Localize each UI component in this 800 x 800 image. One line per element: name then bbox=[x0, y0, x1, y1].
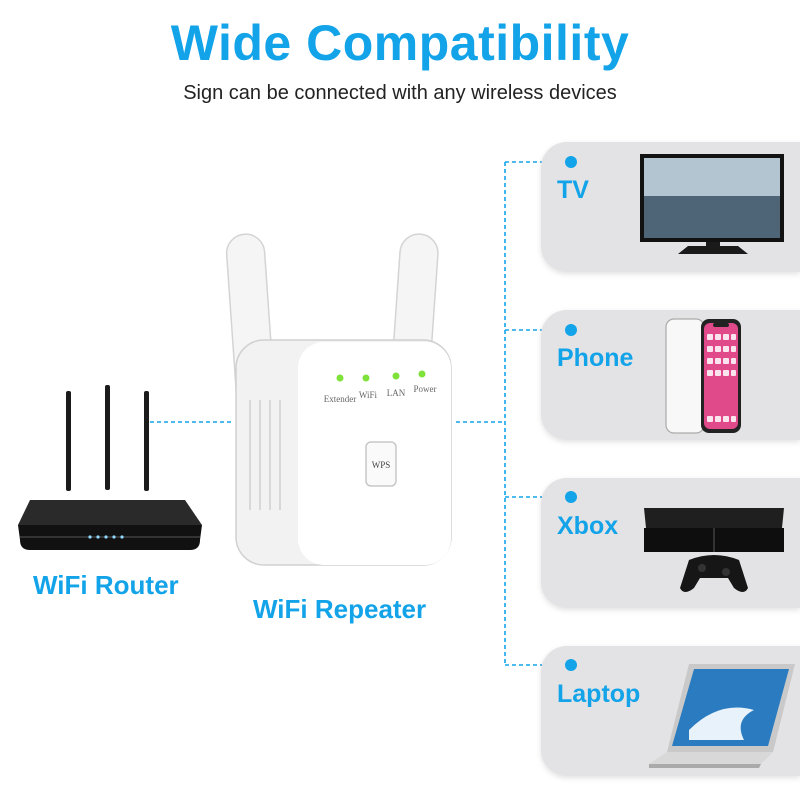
device-card-phone: Phone bbox=[541, 310, 800, 440]
connection-dot-xbox bbox=[565, 491, 577, 503]
device-card-xbox: Xbox bbox=[541, 478, 800, 608]
wifi-router-icon bbox=[18, 385, 202, 550]
repeater-label: WiFi Repeater bbox=[253, 594, 427, 624]
laptop-icon bbox=[649, 664, 795, 768]
wifi-repeater-icon: Extender WiFi LAN Power WPS bbox=[225, 233, 452, 566]
led-label-extender: Extender bbox=[324, 394, 356, 404]
connection-dot-laptop bbox=[565, 659, 577, 671]
wps-label: WPS bbox=[372, 460, 391, 470]
router-label: WiFi Router bbox=[33, 570, 179, 600]
connection-dot-tv bbox=[565, 156, 577, 168]
device-label-xbox: Xbox bbox=[557, 512, 619, 540]
device-label-phone: Phone bbox=[557, 344, 634, 372]
page-subtitle: Sign can be connected with any wireless … bbox=[183, 82, 617, 104]
connection-dot-phone bbox=[565, 324, 577, 336]
page-title: Wide Compatibility bbox=[170, 15, 630, 71]
led-label-power: Power bbox=[414, 384, 437, 394]
led-label-lan: LAN bbox=[387, 388, 406, 398]
led-label-wifi: WiFi bbox=[359, 390, 378, 400]
phone-icon bbox=[665, 318, 741, 434]
tv-icon bbox=[640, 154, 784, 254]
device-label-laptop: Laptop bbox=[557, 680, 641, 708]
device-card-tv: TV bbox=[541, 142, 800, 272]
device-card-laptop: Laptop bbox=[541, 646, 800, 776]
xbox-icon bbox=[644, 508, 784, 592]
device-label-tv: TV bbox=[557, 176, 589, 204]
